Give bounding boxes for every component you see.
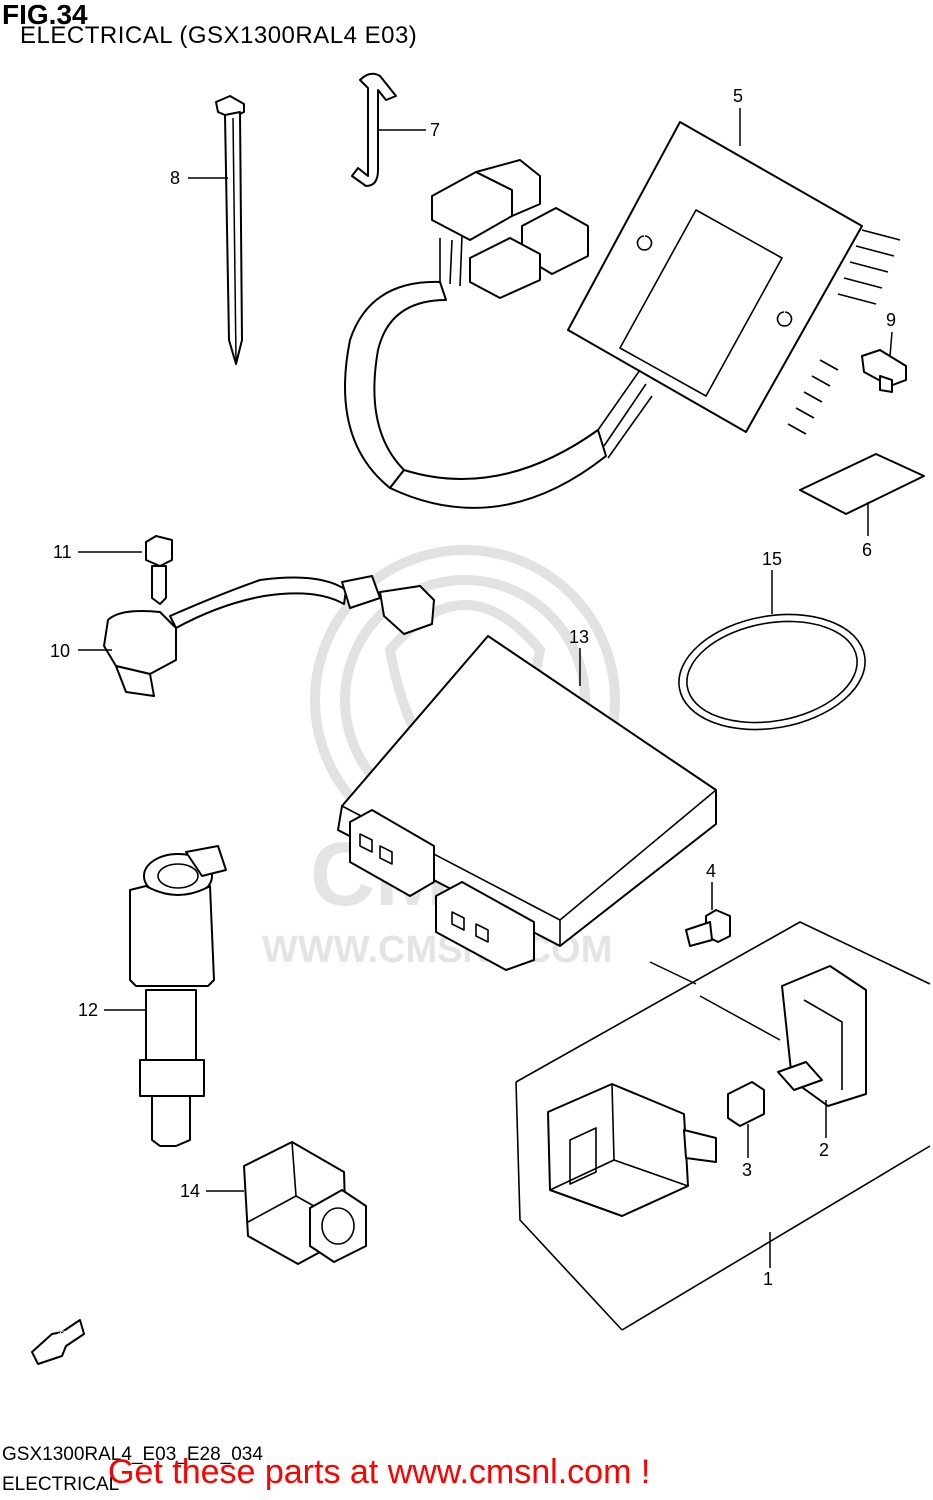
part-1-assembly-outline [515,921,931,1331]
fig-number: FIG.34 [2,0,88,30]
part-14-connector[interactable] [243,1141,367,1265]
category-label: ELECTRICAL [2,1474,120,1495]
callout-labels: 1 2 3 4 5 6 7 8 9 10 11 12 13 14 15 [50,86,896,1289]
callout-14: 14 [180,1181,200,1201]
callout-7: 7 [430,120,440,140]
part-9-bolt[interactable] [861,349,907,393]
callout-10: 10 [50,641,70,661]
part-10-sensor[interactable] [103,575,435,697]
callout-9: 9 [886,310,896,330]
part-5-regulator[interactable] [344,121,901,509]
callout-3: 3 [742,1160,752,1180]
part-2-cover[interactable] [777,965,867,1107]
part-15-oring[interactable] [670,601,875,744]
part-6-pad[interactable] [799,453,925,515]
part-3-fuse[interactable] [727,1081,765,1127]
diagram-code: GSX1300RAL4_E03_E28_034 [2,1444,263,1465]
diagram-subtitle: ELECTRICAL (GSX1300RAL4 E03) [20,22,418,49]
callout-13: 13 [569,627,589,647]
part-7-clamp[interactable] [351,72,397,187]
callout-11: 11 [53,542,72,562]
callout-8: 8 [170,168,180,188]
callout-1: 1 [763,1269,773,1289]
callout-15: 15 [762,549,782,569]
part-13-ecu[interactable] [337,635,717,971]
callout-4: 4 [706,861,716,881]
callout-2: 2 [819,1140,829,1160]
callout-12: 12 [78,1000,98,1020]
part-12-ignition-coil[interactable] [129,845,227,1147]
part-4-bolt[interactable] [685,909,731,947]
callout-6: 6 [862,540,872,560]
fwd-arrow-icon: FWD [31,1319,85,1365]
part-8-cable-tie[interactable] [215,95,245,365]
promo-link[interactable]: Get these parts at www.cmsnl.com ! [108,1453,651,1491]
part-11-screw[interactable] [145,535,173,605]
leader-lines [78,108,893,1268]
callout-5: 5 [733,86,743,106]
part-1-relay-housing[interactable] [547,1083,717,1217]
